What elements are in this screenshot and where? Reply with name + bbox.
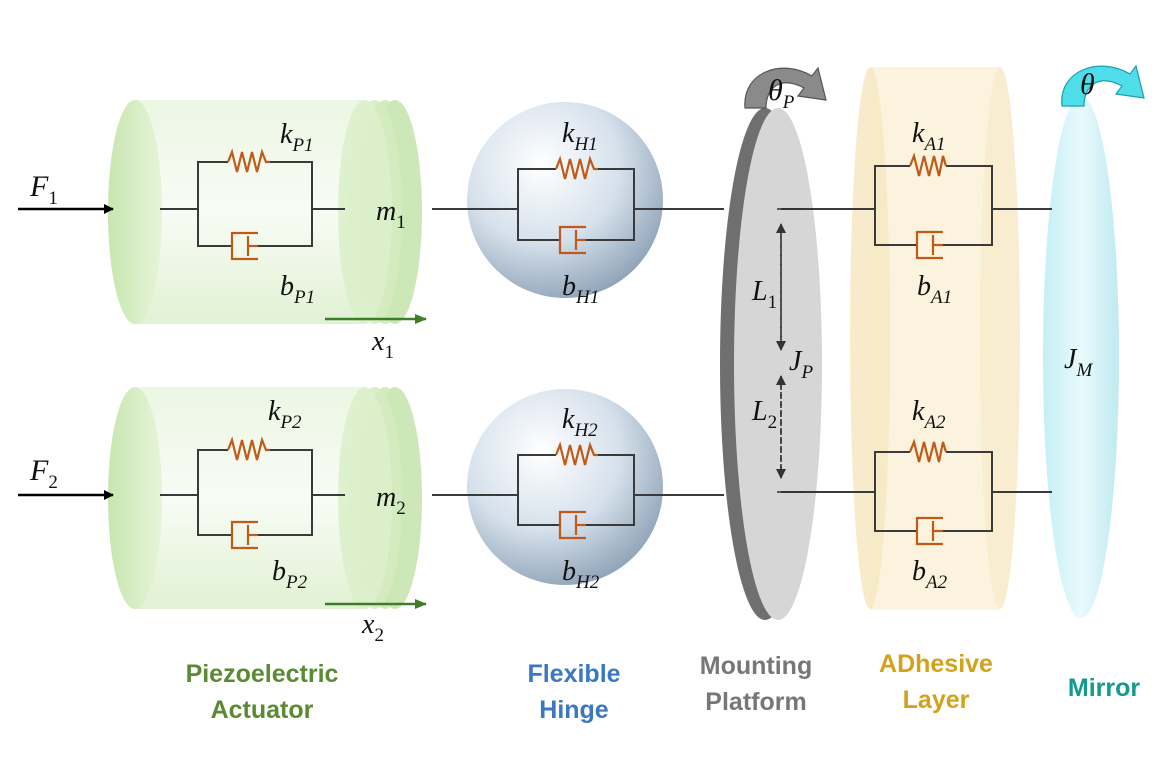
b-label-A2: bA2: [912, 556, 948, 593]
mirror-rotation-label: θ: [1080, 68, 1095, 101]
spring-kP2: [226, 436, 270, 461]
actuator-cylinder-1: [108, 100, 422, 324]
spring-kA1: [908, 152, 948, 177]
caption-adhesive-line2: Layer: [903, 686, 970, 714]
b-label-P2: bP2: [272, 556, 308, 593]
platform-inertia-label: JP: [789, 346, 813, 383]
b-label-P1: bP1: [280, 271, 315, 308]
displacement-label-2: x2: [361, 609, 384, 646]
spring-kH1: [554, 155, 598, 180]
hinge-sphere-1: [467, 102, 663, 298]
caption-hinge-line2: Hinge: [539, 696, 609, 724]
lever-length-label-2: L2: [751, 396, 777, 433]
lever-dimension-lines: [776, 208, 806, 493]
caption-platform-line1: Mounting: [700, 652, 812, 680]
displacement-label-1: x1: [371, 326, 394, 363]
springs: [226, 148, 948, 466]
k-label-A2: kA2: [912, 396, 946, 433]
hinge-sphere-2: [467, 389, 663, 585]
platform-rotation-label: θP: [768, 74, 795, 113]
caption-mirror: Mirror: [1068, 674, 1141, 702]
lever-length-label-1: L1: [751, 276, 777, 313]
damper-bP2: [230, 520, 258, 550]
damper-bA1: [915, 230, 943, 260]
b-label-A1: bA1: [917, 271, 952, 308]
k-label-H1: kH1: [562, 118, 598, 155]
mass-label-1: m1: [376, 196, 406, 233]
caption-hinge-line1: Flexible: [527, 660, 620, 688]
k-label-P1: kP1: [280, 119, 314, 156]
damper-bP1: [230, 231, 258, 261]
damper-bA2: [915, 516, 943, 546]
damper-bH2: [558, 510, 586, 540]
force-label-1: F1: [29, 170, 58, 209]
caption-actuator-line2: Actuator: [211, 696, 314, 724]
b-label-H2: bH2: [562, 556, 600, 593]
wire-network: [160, 161, 1052, 536]
b-label-H1: bH1: [562, 271, 599, 308]
platform-rotation-arrow: [744, 66, 827, 109]
mirror-lens: [1043, 96, 1119, 618]
mass-label-2: m2: [376, 482, 406, 519]
mirror-inertia-label: JM: [1064, 344, 1093, 381]
caption-adhesive-line1: ADhesive: [879, 650, 993, 678]
spring-kH2: [554, 441, 598, 466]
dampers: [230, 225, 943, 550]
spring-kP1: [226, 148, 270, 173]
k-label-H2: kH2: [562, 404, 598, 441]
caption-platform-line2: Platform: [705, 688, 806, 716]
k-label-A1: kA1: [912, 118, 946, 155]
damper-bH1: [558, 225, 586, 255]
adhesive-layer-body: [850, 67, 1020, 610]
spring-kA2: [908, 438, 948, 463]
force-label-2: F2: [29, 454, 58, 493]
caption-actuator-line1: Piezoelectric: [186, 660, 339, 688]
k-label-P2: kP2: [268, 396, 302, 433]
mirror-rotation-arrow: [1061, 64, 1145, 107]
actuator-cylinder-2: [108, 387, 422, 609]
